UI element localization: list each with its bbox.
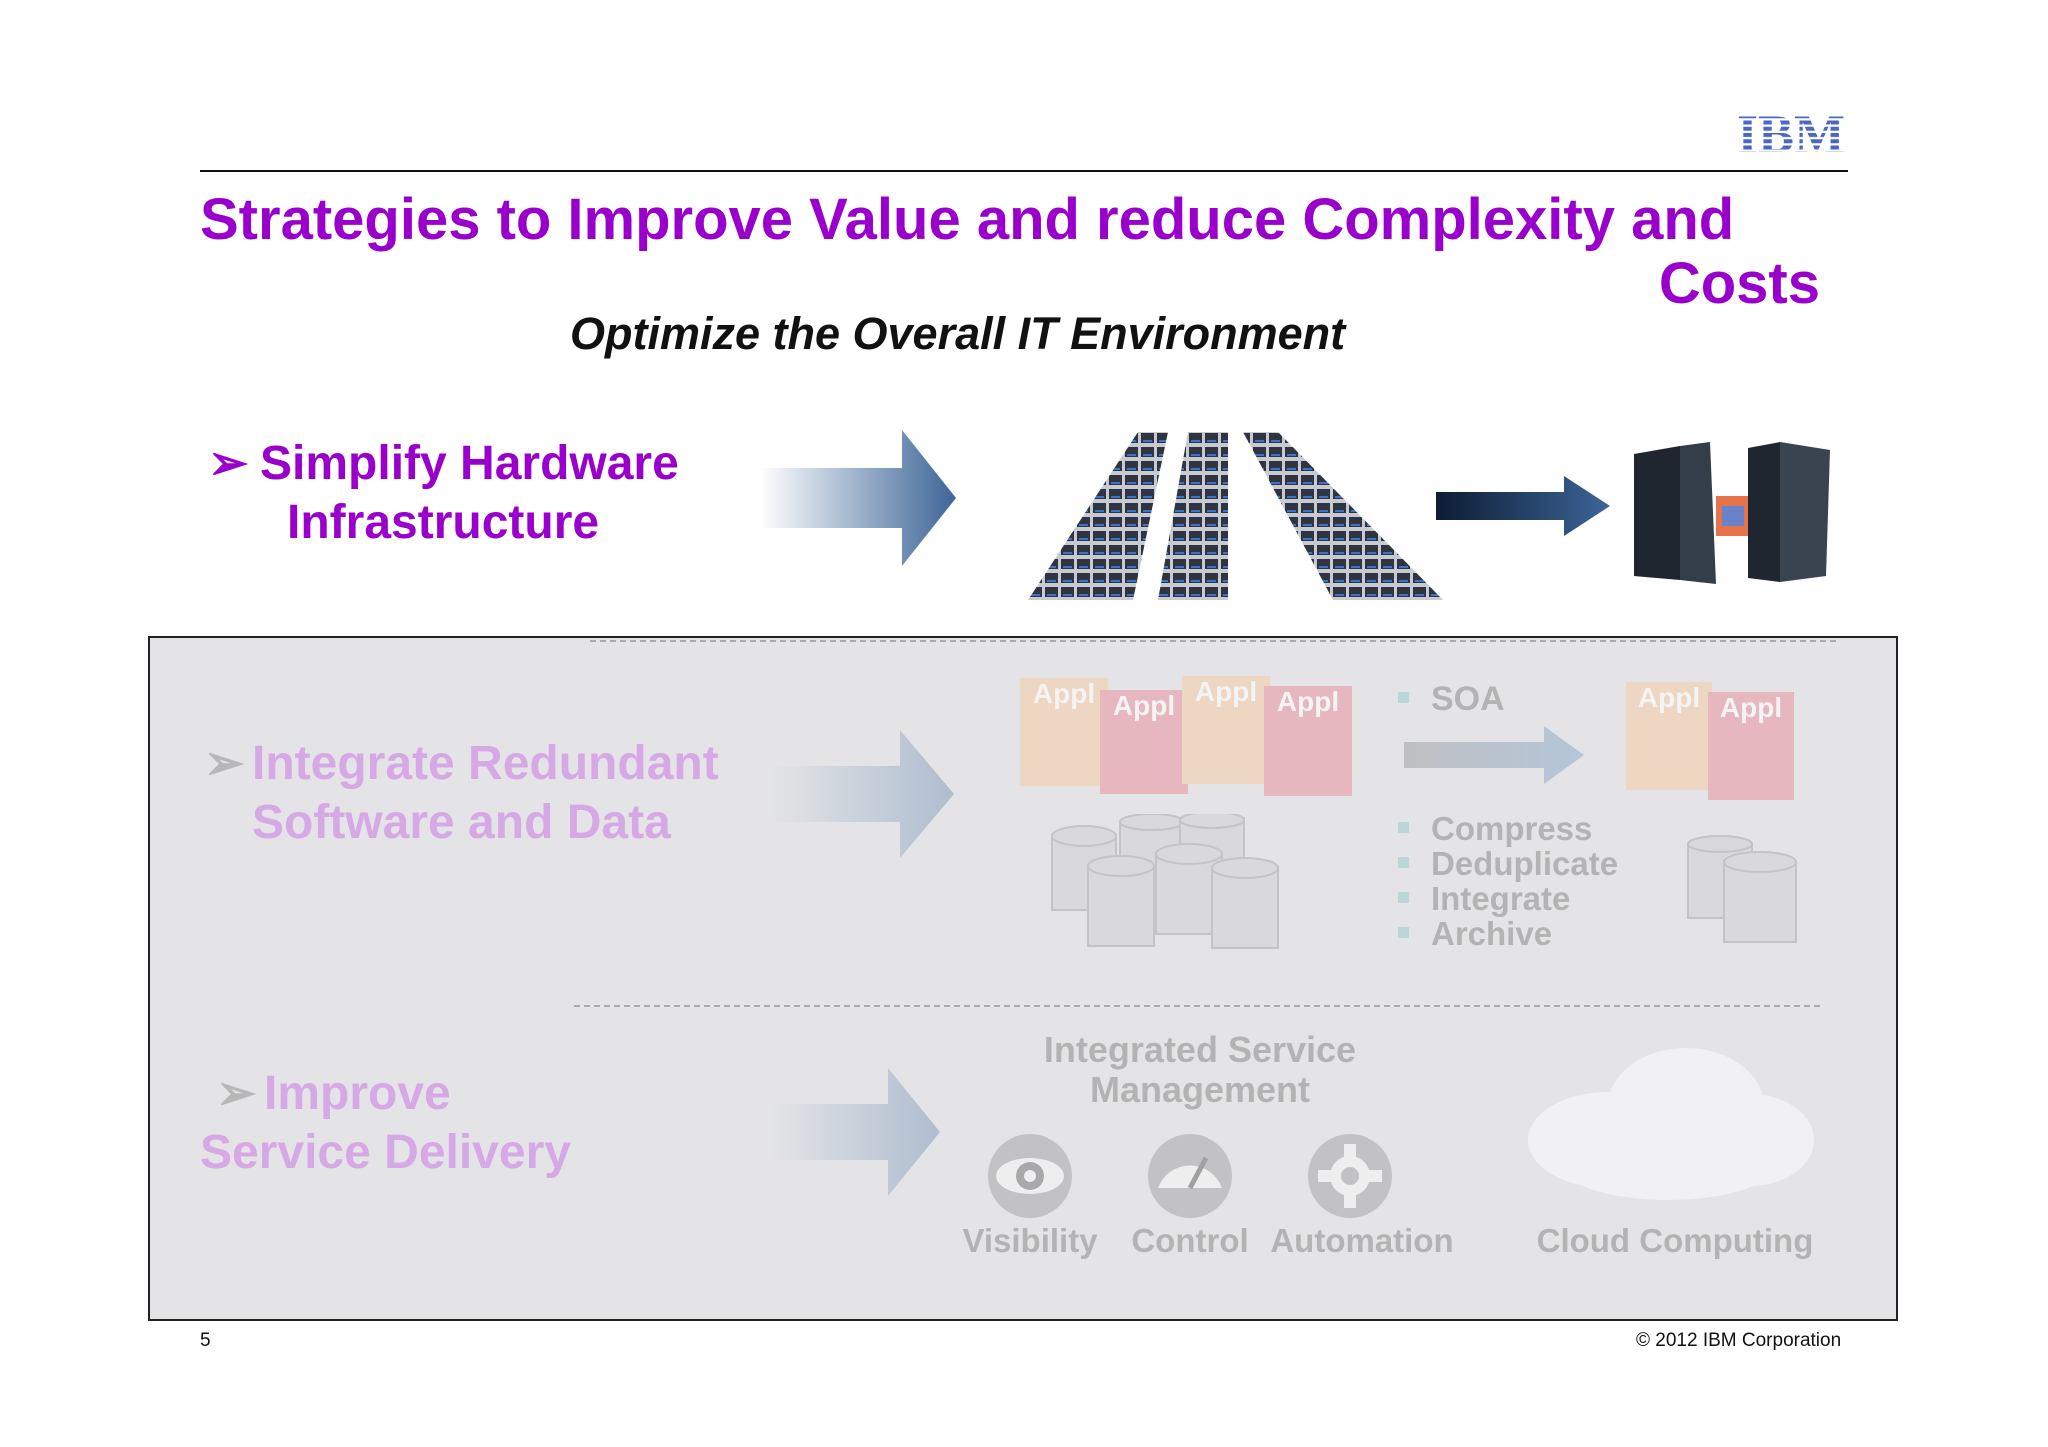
appl-box: Appl xyxy=(1264,686,1352,796)
bullet-arrow-icon: ➢ xyxy=(216,1064,264,1123)
list-item-text: Integrate xyxy=(1431,880,1570,917)
slide-title-line2: Costs xyxy=(200,252,1820,316)
section-line1: Improve xyxy=(264,1067,451,1120)
section-simplify-hardware: ➢Simplify Hardware Infrastructure xyxy=(208,434,679,552)
mainframe-server-icon xyxy=(1630,440,1830,586)
page-number: 5 xyxy=(200,1330,211,1352)
integrated-service-management-label: Integrated Service Management xyxy=(1020,1030,1380,1110)
appl-label: Appl xyxy=(1720,692,1782,723)
faded-arrow-icon xyxy=(770,1068,940,1196)
appl-label: Appl xyxy=(1638,682,1700,713)
list-item: Compress xyxy=(1398,810,1618,845)
faded-arrow-icon xyxy=(770,730,954,858)
appl-box: Appl xyxy=(1100,690,1188,794)
appl-box: Appl xyxy=(1182,676,1270,784)
list-item-text: Deduplicate xyxy=(1431,845,1618,882)
header-rule xyxy=(200,170,1848,172)
appl-box: Appl xyxy=(1626,682,1712,790)
appl-box: Appl xyxy=(1020,678,1108,786)
dark-arrow-icon xyxy=(1436,476,1610,536)
database-icon xyxy=(1686,834,1802,946)
slide-title: Strategies to Improve Value and reduce C… xyxy=(200,188,1820,316)
gauge-icon xyxy=(1146,1132,1234,1220)
application-stack: Appl Appl Appl Appl xyxy=(1018,676,1352,796)
list-item: Archive xyxy=(1398,915,1618,950)
list-item-text: Archive xyxy=(1431,915,1552,952)
copyright-notice: © 2012 IBM Corporation xyxy=(1636,1330,1841,1352)
slide-subtitle: Optimize the Overall IT Environment xyxy=(570,308,1345,360)
bullet-arrow-icon: ➢ xyxy=(208,434,260,493)
list-item-text: Compress xyxy=(1431,810,1592,847)
section-line1: Simplify Hardware xyxy=(260,437,679,490)
gradient-arrow-icon xyxy=(760,430,960,566)
database-cluster-icon xyxy=(1050,814,1290,952)
bullet-arrow-icon: ➢ xyxy=(204,734,252,793)
soa-text: SOA xyxy=(1431,680,1505,718)
control-label: Control xyxy=(1110,1222,1270,1260)
ibm-logo: IBM xyxy=(1733,108,1849,158)
bullet-square-icon xyxy=(1398,692,1409,703)
ism-line2: Management xyxy=(1020,1070,1380,1110)
cloud-computing-label: Cloud Computing xyxy=(1520,1222,1830,1260)
list-item: Deduplicate xyxy=(1398,845,1618,880)
ibm-logo-text: IBM xyxy=(1737,108,1845,158)
bullet-square-icon xyxy=(1398,857,1409,868)
section-divider xyxy=(574,1005,1820,1007)
appl-label: Appl xyxy=(1195,676,1257,707)
server-farm-icon xyxy=(1028,432,1443,600)
ism-line1: Integrated Service xyxy=(1020,1030,1380,1070)
section-line2: Service Delivery xyxy=(200,1123,571,1182)
list-item: Integrate xyxy=(1398,880,1618,915)
cloud-icon xyxy=(1518,1036,1818,1204)
section-line1: Integrate Redundant xyxy=(252,737,719,790)
appl-label: Appl xyxy=(1033,678,1095,709)
appl-label: Appl xyxy=(1113,690,1175,721)
bullet-square-icon xyxy=(1398,822,1409,833)
soa-label: SOA xyxy=(1398,680,1505,719)
section-improve-service: ➢Improve Service Delivery xyxy=(216,1064,571,1182)
section-divider xyxy=(590,640,1836,642)
section-line2: Infrastructure xyxy=(208,493,679,552)
bullet-square-icon xyxy=(1398,927,1409,938)
gear-icon xyxy=(1306,1132,1394,1220)
data-steps-list: Compress Deduplicate Integrate Archive xyxy=(1398,810,1618,950)
eye-icon xyxy=(986,1132,1074,1220)
slide-title-line1: Strategies to Improve Value and reduce C… xyxy=(200,187,1734,252)
soa-arrow-icon xyxy=(1404,726,1584,784)
section-line2: Software and Data xyxy=(204,793,719,852)
appl-label: Appl xyxy=(1277,686,1339,717)
section-integrate-redundant: ➢Integrate Redundant Software and Data xyxy=(204,734,719,852)
automation-label: Automation xyxy=(1262,1222,1462,1260)
appl-box: Appl xyxy=(1708,692,1794,800)
visibility-label: Visibility xyxy=(950,1222,1110,1260)
bullet-square-icon xyxy=(1398,892,1409,903)
consolidated-application-stack: Appl Appl xyxy=(1626,680,1796,800)
